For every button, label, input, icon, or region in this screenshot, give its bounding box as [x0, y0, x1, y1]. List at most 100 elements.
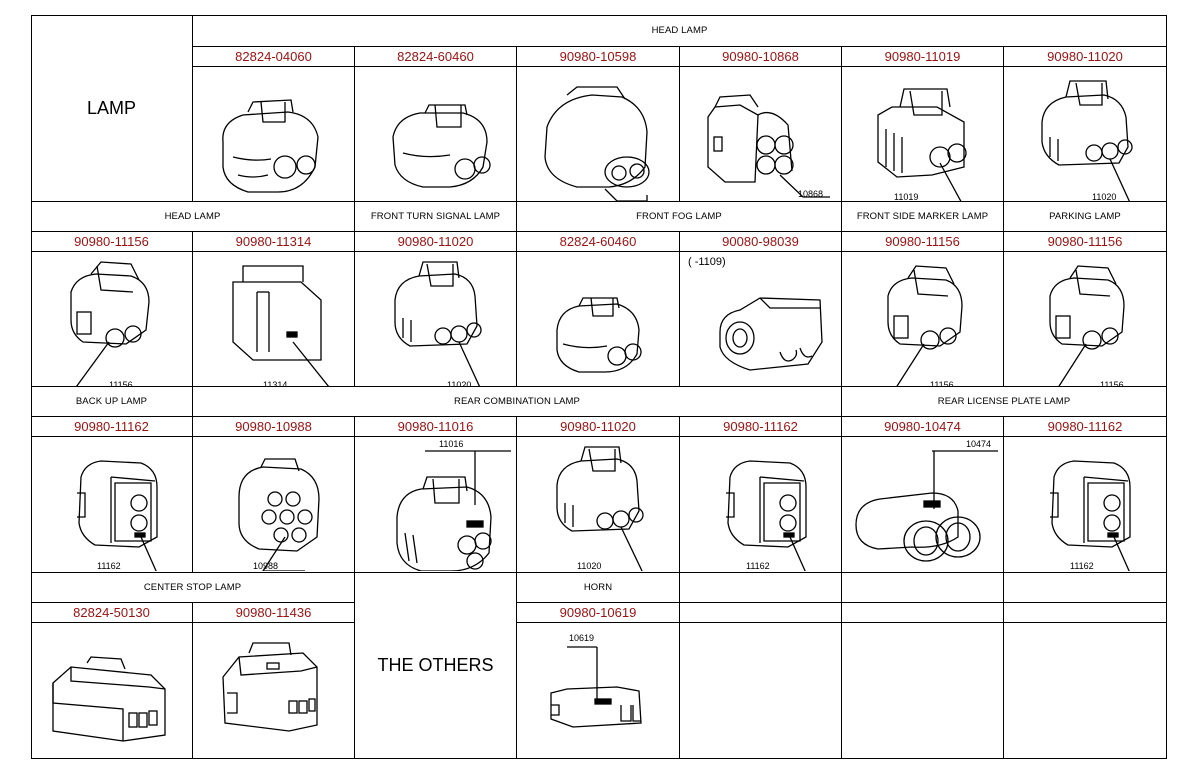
part-number: 90980-10619 — [517, 603, 680, 623]
part-note: ( -1109) — [688, 256, 726, 268]
callout-label: 11016 — [439, 439, 464, 449]
section-rear-combination: REAR COMBINATION LAMP — [193, 387, 842, 417]
empty-cell — [1004, 623, 1167, 759]
connector-image: 11162 — [1004, 437, 1167, 573]
callout-label: 11020 — [1092, 192, 1117, 202]
callout-label: 11020 — [447, 380, 472, 390]
connector-image: 11156 — [842, 252, 1004, 390]
part-number: 90980-10988 — [193, 417, 355, 437]
connector-image: 11019 — [842, 67, 1004, 202]
part-number: 90980-11020 — [355, 232, 517, 252]
connector-2pin-icon — [877, 88, 967, 201]
connector-2pin-side-icon — [719, 297, 823, 371]
section-horn: HORN — [517, 573, 680, 603]
connector-image — [517, 252, 680, 387]
section-rear-license-plate: REAR LICENSE PLATE LAMP — [842, 387, 1167, 417]
connector-2pin-icon — [887, 265, 963, 386]
connector-image — [355, 67, 517, 202]
empty-cell — [680, 623, 842, 759]
callout-label: 11156 — [1100, 380, 1124, 390]
connector-image: 10474 — [842, 437, 1004, 573]
connector-image: 10988 — [193, 437, 355, 573]
part-number: 90980-11436 — [193, 603, 355, 623]
connector-3pin-icon — [556, 446, 644, 571]
connector-2pin-box-icon — [77, 460, 158, 571]
section-head-lamp-1: HEAD LAMP — [193, 15, 1167, 47]
empty-cell — [842, 603, 1004, 623]
connector-square-icon — [232, 265, 330, 386]
part-number: 82824-04060 — [193, 47, 355, 67]
section-head-lamp-2: HEAD LAMP — [31, 202, 355, 232]
part-number: 90980-11156 — [1004, 232, 1167, 252]
empty-cell — [1004, 603, 1167, 623]
part-number: 90980-11162 — [31, 417, 193, 437]
callout-label: 11162 — [1070, 561, 1094, 571]
part-number: 90980-10868 — [680, 47, 842, 67]
callout-label: 11020 — [577, 561, 602, 571]
connector-image — [193, 67, 355, 202]
connector-2pin-box-icon — [1050, 460, 1131, 571]
empty-cell — [842, 623, 1004, 759]
connector-image: 11156 — [1004, 252, 1167, 390]
empty-cell — [842, 573, 1004, 603]
part-number: 90980-10598 — [517, 47, 680, 67]
connector-2pin-round-icon — [855, 450, 998, 562]
callout-label: 10619 — [569, 633, 595, 643]
connector-image: ( -1109) — [680, 252, 842, 387]
part-number: 82824-60460 — [355, 47, 517, 67]
connector-flat-2pin-icon — [550, 646, 642, 728]
connector-3pin-large-icon — [396, 450, 511, 571]
connector-image: 11156 — [31, 252, 193, 390]
section-back-up: BACK UP LAMP — [31, 387, 193, 417]
part-number: 82824-60460 — [517, 232, 680, 252]
section-center-stop: CENTER STOP LAMP — [31, 573, 355, 603]
connector-image: 10619 — [517, 623, 680, 759]
connector-image: 11020 — [517, 437, 680, 573]
connector-2pin-latch-icon — [392, 104, 491, 188]
connector-2pin-icon — [70, 261, 150, 386]
connector-3pin-icon — [394, 261, 482, 386]
others-label-text: THE OTHERS — [377, 655, 494, 675]
part-number: 90980-10474 — [842, 417, 1004, 437]
connector-image: 11020 — [355, 252, 517, 390]
part-number: 90980-11162 — [680, 417, 842, 437]
connector-flat-3pin-icon — [222, 642, 318, 732]
connector-image: 11162 — [31, 437, 193, 573]
callout-label: 11162 — [746, 561, 770, 571]
connector-image: 11162 — [680, 437, 842, 573]
part-number: 90980-11156 — [31, 232, 193, 252]
empty-cell — [680, 573, 842, 603]
part-number: 90980-11156 — [842, 232, 1004, 252]
section-parking: PARKING LAMP — [1004, 202, 1167, 232]
connector-6pin-icon — [238, 458, 320, 571]
callout-label: 11019 — [894, 192, 919, 202]
connector-image: 11020 — [1004, 67, 1167, 202]
empty-cell — [680, 603, 842, 623]
connector-2pin-icon — [1049, 265, 1125, 386]
part-number: 82824-50130 — [31, 603, 193, 623]
connector-image: 10868 — [680, 67, 842, 202]
empty-cell — [1004, 573, 1167, 603]
lamp-label-text: LAMP — [86, 97, 137, 118]
connector-4pin-icon — [707, 94, 830, 198]
callout-label: 11314 — [263, 380, 288, 390]
part-number: 90980-11020 — [517, 417, 680, 437]
connector-image — [193, 623, 355, 759]
callout-label: 10988 — [253, 561, 279, 571]
part-number: 90080-98039 — [680, 232, 842, 252]
lamp-category-label: LAMP — [31, 15, 193, 202]
connector-table: LAMP HEAD LAMP 82824-04060 82824-60460 9… — [31, 15, 1167, 759]
callout-label: 10474 — [966, 439, 992, 449]
callout-label: 10868 — [798, 189, 824, 199]
part-number: 90980-11314 — [193, 232, 355, 252]
part-number: 90980-11016 — [355, 417, 517, 437]
connector-2pin-latch-icon — [222, 99, 319, 193]
connector-image — [31, 623, 193, 759]
connector-flat-4pin-icon — [52, 656, 166, 742]
section-front-fog: FRONT FOG LAMP — [517, 202, 842, 232]
section-front-side-marker: FRONT SIDE MARKER LAMP — [842, 202, 1004, 232]
connector-2pin-housing-icon — [544, 86, 650, 201]
callout-label: 11156 — [109, 380, 133, 390]
part-number: 90980-11020 — [1004, 47, 1167, 67]
connector-image — [517, 67, 680, 202]
